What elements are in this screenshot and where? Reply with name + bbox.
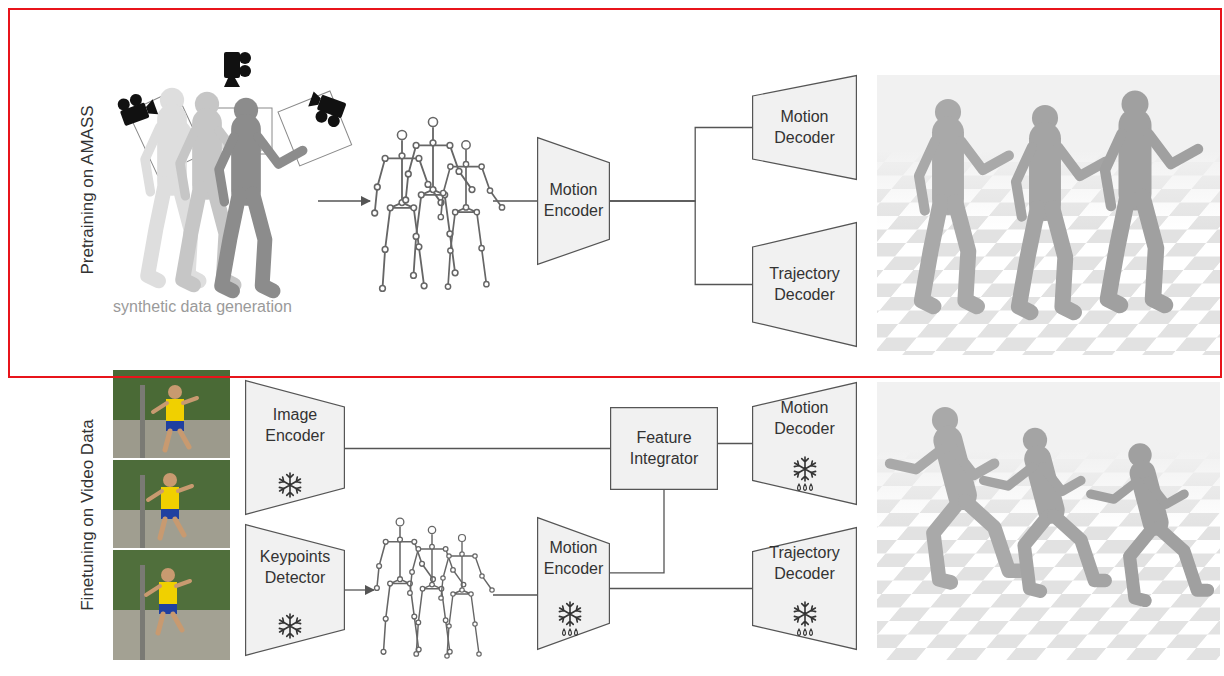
box-content: Trajectory Decoder <box>752 527 857 650</box>
box-label: Motion Decoder <box>758 398 851 440</box>
box-label: Image Encoder <box>251 405 339 447</box>
connector <box>610 128 752 202</box>
process-box: Feature Integrator <box>610 407 718 490</box>
connector <box>718 443 752 444</box>
connector <box>345 448 610 449</box>
caption-wrap: synthetic data generation <box>113 298 292 316</box>
frozen-finetune-icon <box>790 600 820 640</box>
box-content: Motion Decoder <box>752 382 857 505</box>
box-outline <box>537 137 610 265</box>
illustration-caption: synthetic data generation <box>113 298 292 315</box>
decoder-trapezoid: Trajectory Decoder <box>752 527 857 650</box>
frozen-finetune-icon <box>555 600 585 640</box>
box-outline <box>752 75 857 180</box>
box-outline <box>610 407 718 490</box>
encoder-trapezoid: Image Encoder <box>245 380 345 515</box>
box-content: Keypoints Detector <box>245 524 345 656</box>
decoder-trapezoid: Motion Decoder <box>752 75 857 180</box>
connector <box>610 490 664 573</box>
box-outline <box>245 380 345 515</box>
box-label: Trajectory Decoder <box>758 543 851 585</box>
encoder-trapezoid: Keypoints Detector <box>245 524 345 656</box>
box-content: Image Encoder <box>245 380 345 515</box>
decoder-trapezoid: Trajectory Decoder <box>752 222 857 347</box>
encoder-trapezoid: Motion Encoder <box>537 137 610 265</box>
box-label: Motion Decoder <box>758 107 851 149</box>
box-content: Motion Encoder <box>537 517 610 650</box>
box-outline <box>537 517 610 650</box>
frozen-icon <box>275 471 305 501</box>
box-outline <box>245 524 345 656</box>
section-title: Finetuning on Video Data <box>78 419 97 611</box>
section-title-wrap: Pretraining on AMASS <box>77 30 99 350</box>
connector <box>610 201 752 285</box>
connector <box>610 588 752 589</box>
decoder-trapezoid: Motion Decoder <box>752 382 857 505</box>
section-title-wrap: Finetuning on Video Data <box>77 365 99 665</box>
encoder-trapezoid: Motion Encoder <box>537 517 610 650</box>
pretraining-frame: Pretraining on AMASS Motion Encoder Motion… <box>8 8 1222 378</box>
frozen-finetune-icon <box>790 455 820 495</box>
box-content: Motion Encoder <box>537 137 610 265</box>
box-content: Motion Decoder <box>752 75 857 180</box>
box-label: Motion Encoder <box>543 180 604 222</box>
box-label: Trajectory Decoder <box>758 264 851 306</box>
box-content: Feature Integrator <box>610 407 718 490</box>
box-label: Keypoints Detector <box>251 547 339 589</box>
box-label: Motion Encoder <box>543 538 604 580</box>
section-title: Pretraining on AMASS <box>78 105 97 274</box>
frozen-icon <box>275 612 305 642</box>
box-label: Feature Integrator <box>616 428 712 470</box>
box-outline <box>752 222 857 347</box>
box-content: Trajectory Decoder <box>752 222 857 347</box>
